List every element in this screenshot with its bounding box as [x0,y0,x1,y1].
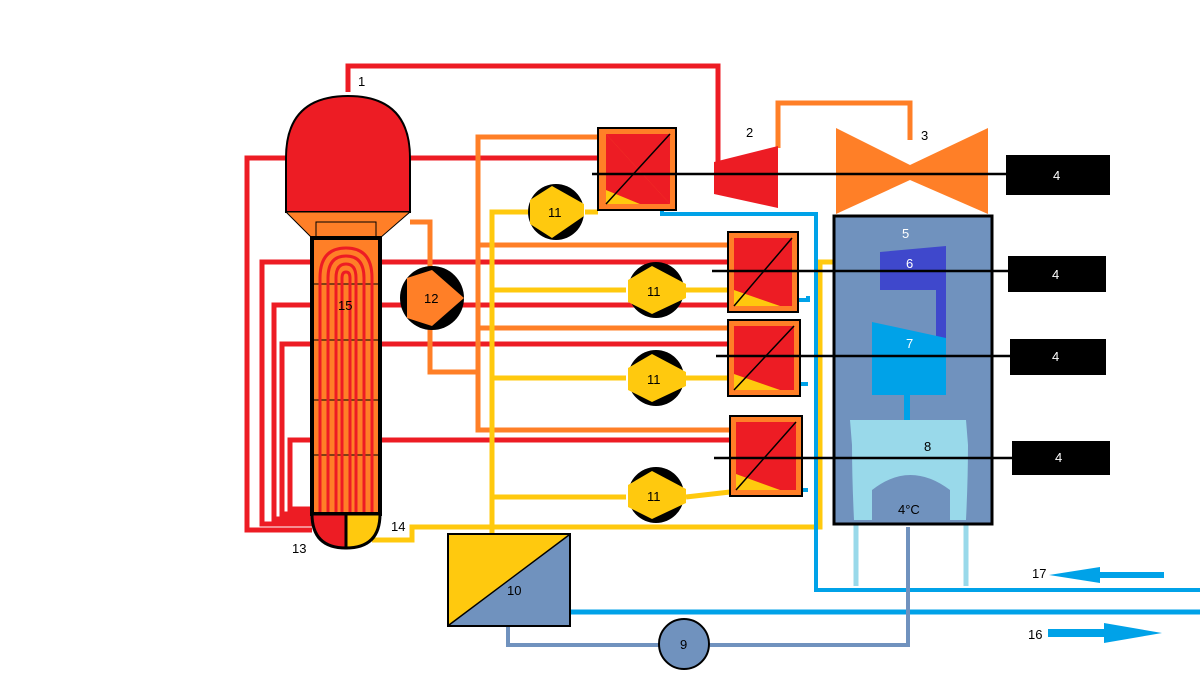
label-4-b: 4 [1052,267,1059,282]
label-11-a: 11 [647,284,661,299]
light-blue-pipes [853,520,969,586]
yellow-pipes [372,209,880,543]
orange-pipes [410,100,913,433]
hp-turbine [714,146,778,208]
label-4-d: 4 [1055,450,1062,465]
label-1: 1 [358,74,365,89]
label-8: 8 [924,439,931,454]
generator-box-1 [1006,155,1110,195]
pump-11-a [628,262,686,318]
steel-blue-pipes [506,527,910,647]
label-15: 15 [338,298,352,313]
label-14: 14 [391,519,405,534]
label-3: 3 [921,128,928,143]
label-4-c: 4 [1052,349,1059,364]
pump-11-top [528,184,584,240]
label-17: 17 [1032,566,1046,581]
reactor [284,94,412,550]
label-9: 9 [680,637,687,652]
label-12: 12 [424,291,438,306]
pump-11-b [628,350,686,406]
generator-box-4 [1012,441,1110,475]
label-temperature: 4°C [898,502,920,517]
label-5: 5 [902,226,909,241]
label-2: 2 [746,125,753,140]
label-11-c: 11 [647,489,661,504]
label-6: 6 [906,256,913,271]
label-10: 10 [507,583,521,598]
label-13: 13 [292,541,306,556]
lp-turbine [836,128,988,214]
label-11-top: 11 [548,205,562,220]
pump-12 [400,266,464,330]
label-7: 7 [906,336,913,351]
heat-exchanger-top [597,127,677,211]
arrow-16 [1048,623,1162,643]
core-tubes [318,246,374,512]
generator-box-2 [1008,256,1106,292]
generator-box-3 [1010,339,1106,375]
heat-exchanger-2 [727,319,801,397]
label-4-a: 4 [1053,168,1060,183]
cooling-tower [832,214,994,526]
heat-exchanger-3 [729,415,803,497]
pump-9 [658,618,710,670]
heat-exchanger-10 [447,533,571,627]
pump-11-c [628,467,686,523]
arrow-17 [1049,567,1164,583]
label-11-b: 11 [647,372,661,387]
generator-shafts [592,172,1014,460]
label-16: 16 [1028,627,1042,642]
